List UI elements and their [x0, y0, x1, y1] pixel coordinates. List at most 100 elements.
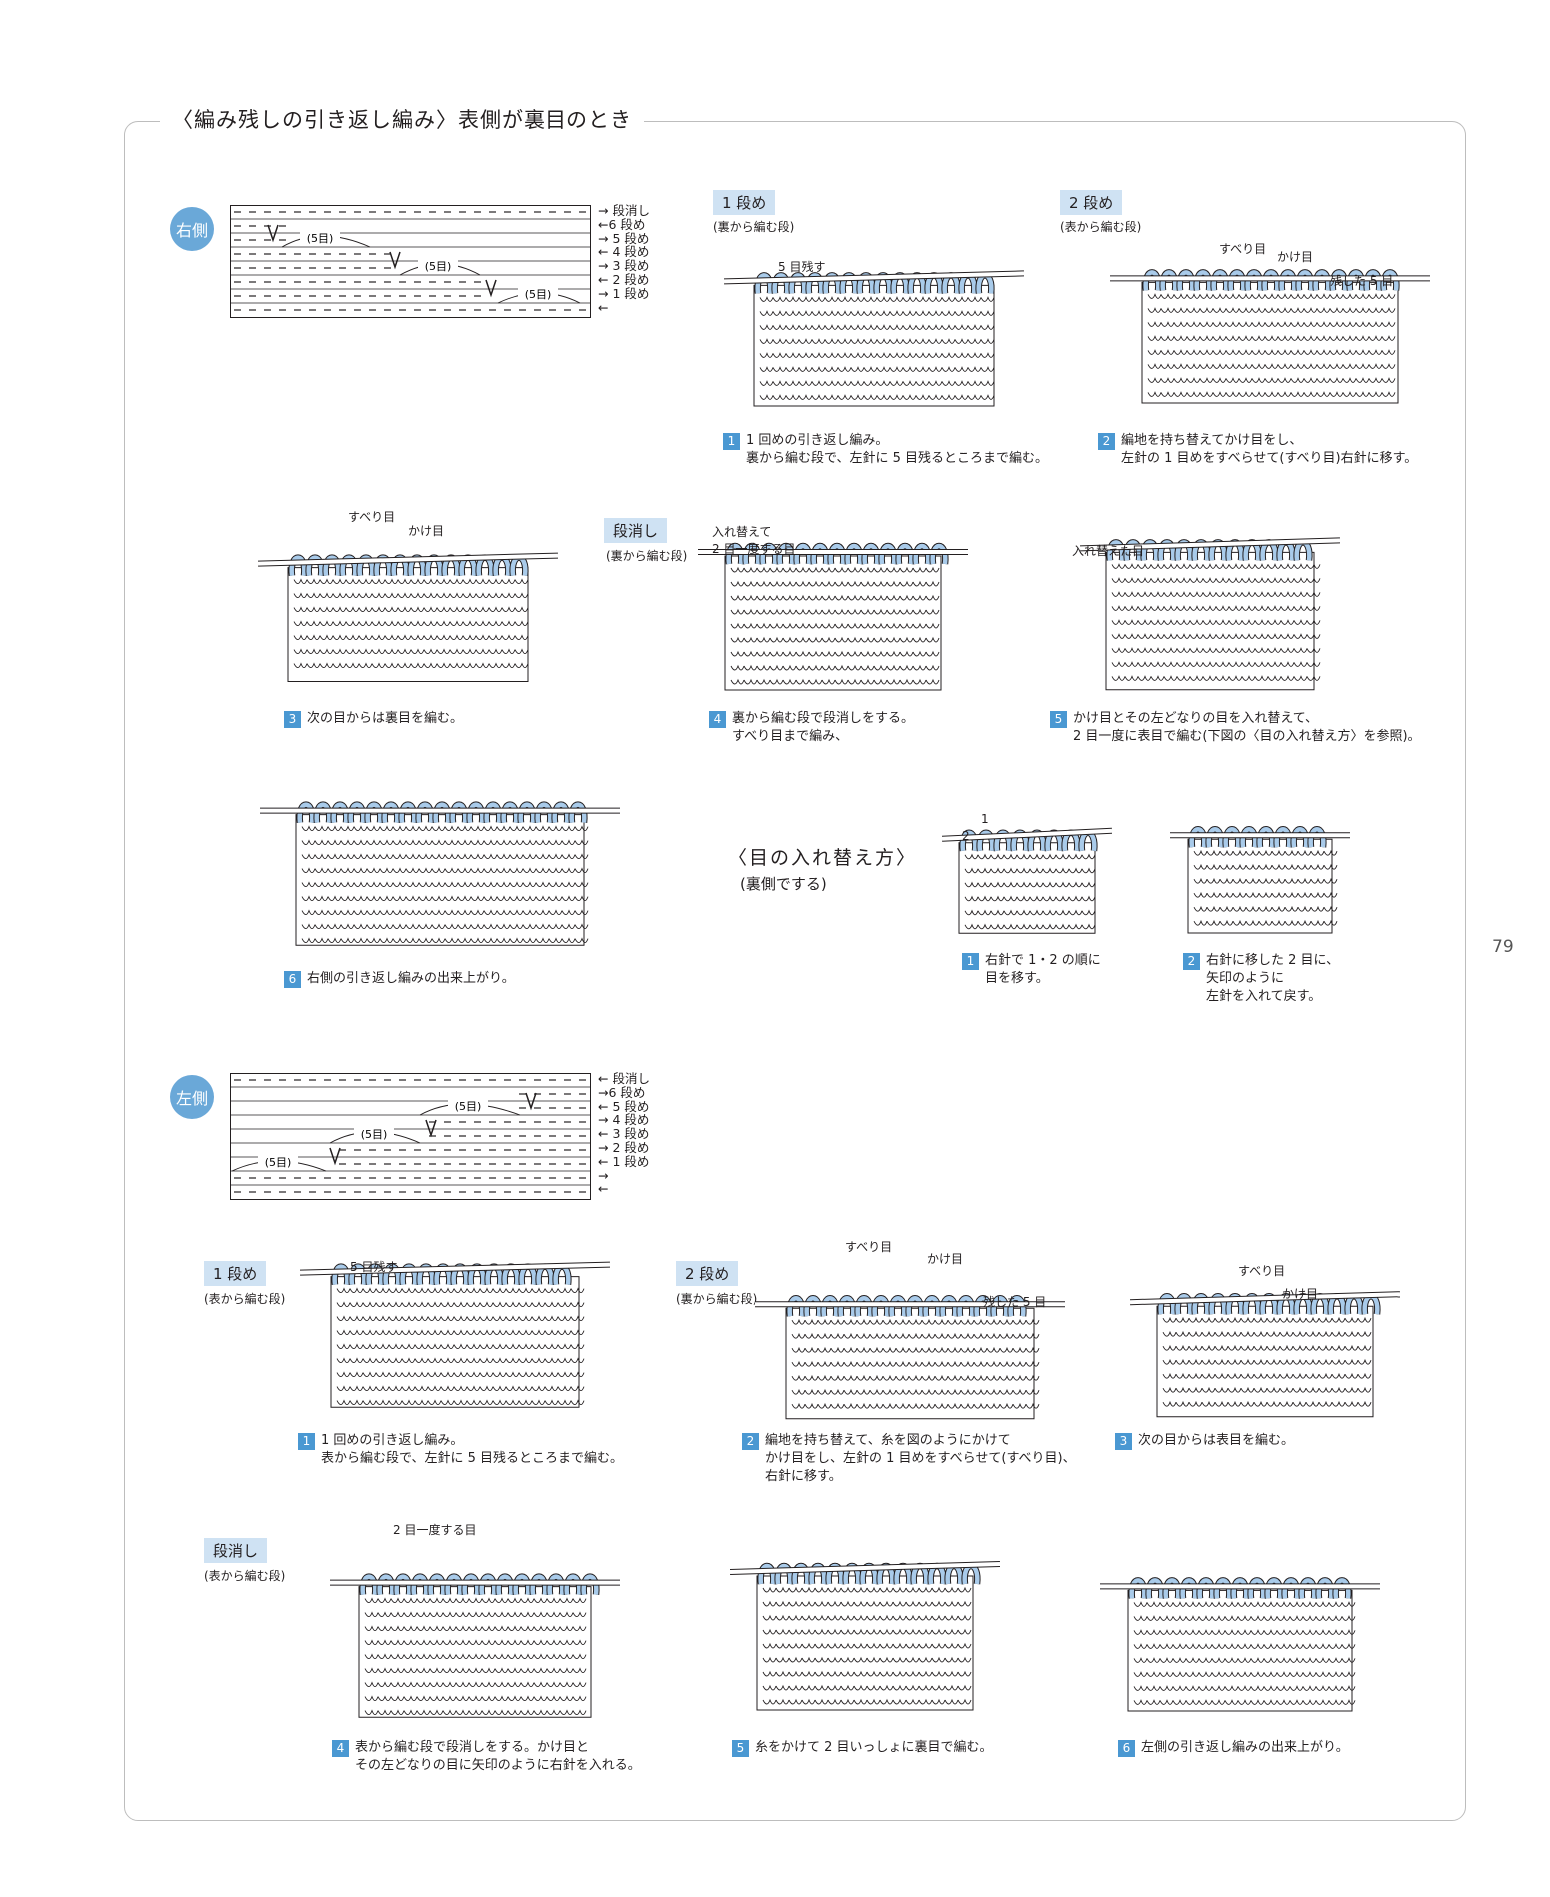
- stitch: [863, 296, 878, 302]
- stitch: [384, 634, 399, 641]
- stitch: [1173, 377, 1188, 383]
- stitch: [1173, 293, 1188, 299]
- left-dankeshi-sub: (表から編む段): [204, 1569, 286, 1583]
- stitch: [1271, 891, 1286, 898]
- loop-yarn: [1158, 540, 1176, 561]
- stitch: [314, 867, 329, 874]
- stitch: [449, 634, 464, 641]
- stitch: [791, 1318, 806, 1325]
- stitch: [1124, 577, 1139, 583]
- stitch: [1175, 1316, 1190, 1323]
- stitch: [535, 867, 550, 874]
- stitch: [509, 923, 524, 930]
- stitch: [418, 839, 433, 846]
- stitch: [559, 1681, 574, 1688]
- stitch: [973, 1360, 988, 1367]
- loop-yarn: [450, 802, 468, 823]
- stitch: [1206, 877, 1221, 884]
- stitch: [1219, 919, 1234, 926]
- stitch: [808, 608, 823, 615]
- stitch: [572, 1597, 587, 1604]
- stitch: [782, 566, 797, 573]
- stitch: [834, 678, 849, 685]
- stitch: [1344, 1330, 1359, 1337]
- stitch: [1253, 1372, 1268, 1379]
- loop-yarn: [862, 543, 880, 565]
- stitch: [405, 867, 420, 874]
- stitch: [1211, 1671, 1226, 1677]
- stitch: [840, 1600, 855, 1607]
- stitch: [423, 592, 438, 599]
- stitch: [967, 380, 982, 386]
- stitch: [795, 580, 810, 587]
- stitch: [814, 1586, 829, 1593]
- stitch: [931, 1642, 946, 1649]
- stitch: [1185, 1671, 1200, 1677]
- stitch: [860, 608, 875, 615]
- stitch: [429, 1709, 444, 1716]
- stitch: [866, 1642, 881, 1649]
- stitch: [375, 1385, 390, 1392]
- stitch: [1267, 619, 1282, 625]
- left-step5-illustration: [729, 1520, 1001, 1724]
- stitch: [544, 1343, 559, 1350]
- stitch: [980, 338, 995, 344]
- stitch: [481, 1695, 496, 1702]
- stitch: [1305, 1358, 1320, 1365]
- stitch: [559, 1695, 574, 1702]
- stitch: [546, 1639, 561, 1646]
- stitch: [837, 296, 852, 302]
- stitch: [782, 580, 797, 587]
- left-chart-grid: (5目) (5目) (5目): [230, 1073, 591, 1200]
- stitch: [1302, 1657, 1317, 1663]
- stitch: [925, 678, 940, 685]
- stitch: [964, 867, 979, 874]
- stitch: [934, 1402, 949, 1409]
- stitch: [847, 594, 862, 601]
- stitch: [1228, 647, 1243, 653]
- stitch: [889, 366, 904, 372]
- stitch: [442, 1681, 457, 1688]
- stitch: [470, 937, 485, 944]
- stitch: [908, 1346, 923, 1353]
- loop-yarn: [564, 1574, 582, 1595]
- stitch: [414, 1287, 429, 1294]
- stitch: [418, 937, 433, 944]
- stitch: [444, 895, 459, 902]
- stitch: [1202, 647, 1217, 653]
- stitch: [879, 1586, 894, 1593]
- stitch: [514, 662, 529, 669]
- stitch: [1228, 591, 1243, 597]
- stitch: [462, 662, 477, 669]
- loop-yarn: [809, 1563, 827, 1585]
- stitch: [340, 839, 355, 846]
- stitch: [944, 1600, 959, 1607]
- stitch: [1186, 335, 1201, 341]
- stitch: [899, 566, 914, 573]
- stitch: [366, 909, 381, 916]
- stitch: [847, 664, 862, 671]
- stitch: [1341, 1671, 1356, 1677]
- stitch: [1133, 1615, 1148, 1621]
- stitch: [866, 1628, 881, 1635]
- stitch: [462, 606, 477, 613]
- stitch: [1303, 391, 1318, 397]
- stitch: [1212, 321, 1227, 327]
- stitch: [957, 1698, 972, 1705]
- stitch: [533, 1611, 548, 1618]
- stitch: [353, 923, 368, 930]
- stitch: [403, 1681, 418, 1688]
- knitting-drawing: [257, 552, 559, 682]
- left-bracket-2: (5目): [361, 1128, 388, 1141]
- stitch: [440, 1371, 455, 1378]
- stitch: [418, 895, 433, 902]
- stitch: [1146, 1657, 1161, 1663]
- stitch: [1025, 1388, 1040, 1395]
- stitch: [1186, 307, 1201, 313]
- stitch: [457, 881, 472, 888]
- stitch: [557, 1343, 572, 1350]
- stitch: [1198, 1699, 1213, 1705]
- knitting-drawing: [698, 542, 968, 691]
- stitch: [1081, 909, 1096, 916]
- stitch: [834, 608, 849, 615]
